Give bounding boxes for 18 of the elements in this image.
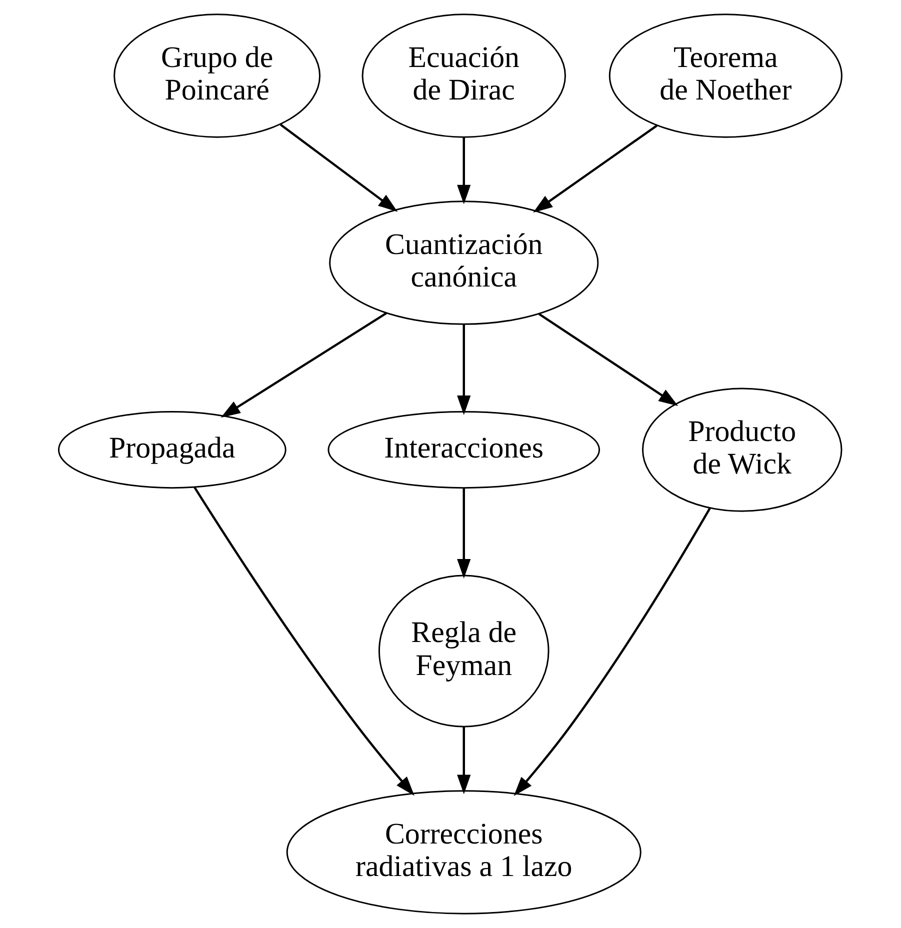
arrow xyxy=(220,312,388,418)
arrow xyxy=(514,508,711,796)
node-ellipse: Teorema de Noether xyxy=(608,14,842,138)
arrow xyxy=(457,138,471,204)
arrow xyxy=(457,488,471,579)
node-ellipse: Grupo de Poincaré xyxy=(114,14,321,138)
node-ellipse: Correcciones radiativas a 1 lazo xyxy=(286,790,642,914)
arrow xyxy=(194,486,414,796)
node-ellipse: Ecuación de Dirac xyxy=(362,14,566,138)
arrow xyxy=(538,313,678,406)
arrow xyxy=(533,124,658,213)
node-ellipse: Cuantización canónica xyxy=(329,200,599,325)
node-ellipse: Regla de Feyman xyxy=(378,574,550,728)
node-ellipse: Interacciones xyxy=(328,411,600,489)
arrow xyxy=(280,124,398,212)
arrow xyxy=(457,726,471,794)
arrow xyxy=(457,324,471,415)
node-ellipse: Propagada xyxy=(58,411,286,489)
